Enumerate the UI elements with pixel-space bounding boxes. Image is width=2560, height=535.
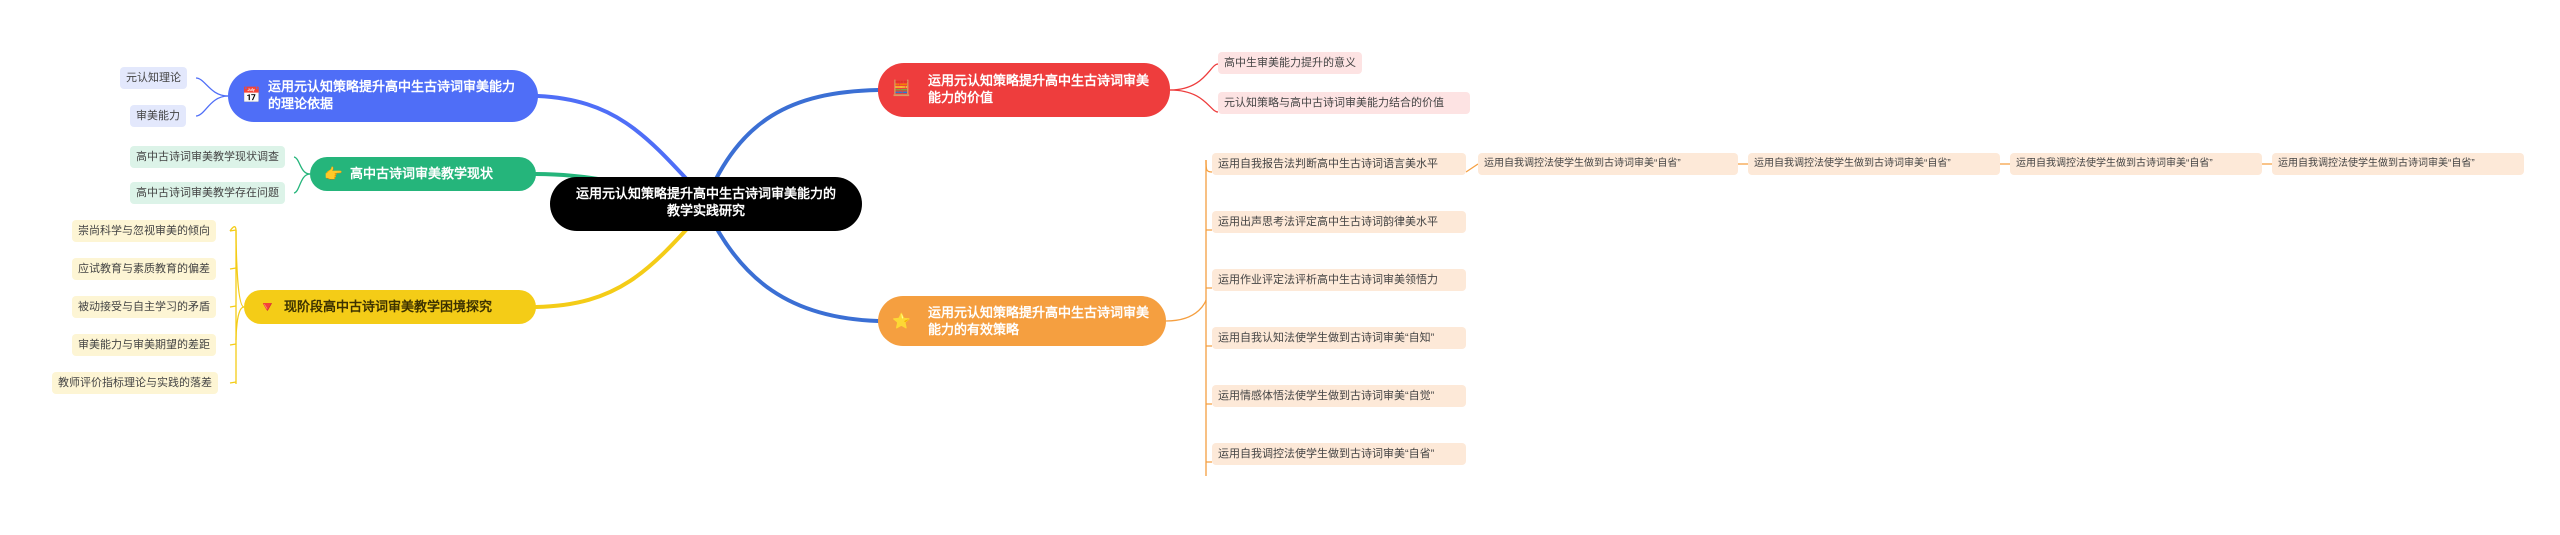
branch-status-title: 高中古诗词审美教学现状	[350, 166, 494, 181]
leaf-status-1[interactable]: 高中古诗词审美教学现状调查	[130, 146, 285, 168]
leaf-strategy-5[interactable]: 运用情感体悟法使学生做到古诗词审美“自觉”	[1212, 385, 1466, 407]
central-topic[interactable]: 运用元认知策略提升高中生古诗词审美能力的教学实践研究	[550, 177, 862, 231]
chain-node-4[interactable]: 运用自我调控法使学生做到古诗词审美“自省”	[2272, 153, 2524, 175]
leaf-value-2[interactable]: 元认知策略与高中古诗词审美能力结合的价值	[1218, 92, 1470, 114]
leaf-strategy-3[interactable]: 运用作业评定法评析高中生古诗词审美领悟力	[1212, 269, 1466, 291]
branch-value[interactable]: 🧮 运用元认知策略提升高中生古诗词审美能力的价值	[878, 63, 1170, 117]
leaf-theory-2[interactable]: 审美能力	[130, 105, 186, 127]
branch-strategy[interactable]: ⭐ 运用元认知策略提升高中生古诗词审美能力的有效策略	[878, 296, 1166, 346]
leaf-dilemma-2[interactable]: 应试教育与素质教育的偏差	[72, 258, 216, 280]
calendar-icon: 📅	[242, 87, 261, 104]
leaf-strategy-6[interactable]: 运用自我调控法使学生做到古诗词审美“自省”	[1212, 443, 1466, 465]
leaf-strategy-2[interactable]: 运用出声思考法评定高中生古诗词韵律美水平	[1212, 211, 1466, 233]
branch-theory[interactable]: 📅 运用元认知策略提升高中生古诗词审美能力的理论依据	[228, 70, 538, 122]
leaf-status-2[interactable]: 高中古诗词审美教学存在问题	[130, 182, 285, 204]
leaf-dilemma-3[interactable]: 被动接受与自主学习的矛盾	[72, 296, 216, 318]
chain-node-2[interactable]: 运用自我调控法使学生做到古诗词审美“自省”	[1748, 153, 2000, 175]
leaf-dilemma-4[interactable]: 审美能力与审美期望的差距	[72, 334, 216, 356]
branch-strategy-title: 运用元认知策略提升高中生古诗词审美能力的有效策略	[928, 305, 1150, 337]
leaf-strategy-1[interactable]: 运用自我报告法判断高中生古诗词语言美水平	[1212, 153, 1466, 175]
leaf-theory-1[interactable]: 元认知理论	[120, 67, 187, 89]
branch-status[interactable]: 👉 高中古诗词审美教学现状	[310, 157, 536, 191]
branch-dilemma-title: 现阶段高中古诗词审美教学困境探究	[284, 299, 493, 314]
link-center-value	[704, 88, 880, 202]
hand-pointing-icon: 👉	[324, 165, 343, 183]
leaf-strategy-4[interactable]: 运用自我认知法使学生做到古诗词审美“自知”	[1212, 327, 1466, 349]
chain-node-3[interactable]: 运用自我调控法使学生做到古诗词审美“自省”	[2010, 153, 2262, 175]
abacus-icon: 🧮	[892, 80, 911, 97]
link-center-strategy	[704, 206, 880, 323]
branch-theory-title: 运用元认知策略提升高中生古诗词审美能力的理论依据	[268, 79, 516, 111]
star-icon: ⭐	[892, 313, 911, 330]
leaf-dilemma-1[interactable]: 崇尚科学与忽视审美的倾向	[72, 220, 216, 242]
funnel-icon: 🔻	[258, 298, 277, 316]
branch-dilemma[interactable]: 🔻 现阶段高中古诗词审美教学困境探究	[244, 290, 536, 324]
chain-node-1[interactable]: 运用自我调控法使学生做到古诗词审美“自省”	[1478, 153, 1738, 175]
leaf-dilemma-5[interactable]: 教师评价指标理论与实践的落差	[52, 372, 218, 394]
leaf-value-1[interactable]: 高中生审美能力提升的意义	[1218, 52, 1362, 74]
branch-value-title: 运用元认知策略提升高中生古诗词审美能力的价值	[928, 73, 1150, 105]
